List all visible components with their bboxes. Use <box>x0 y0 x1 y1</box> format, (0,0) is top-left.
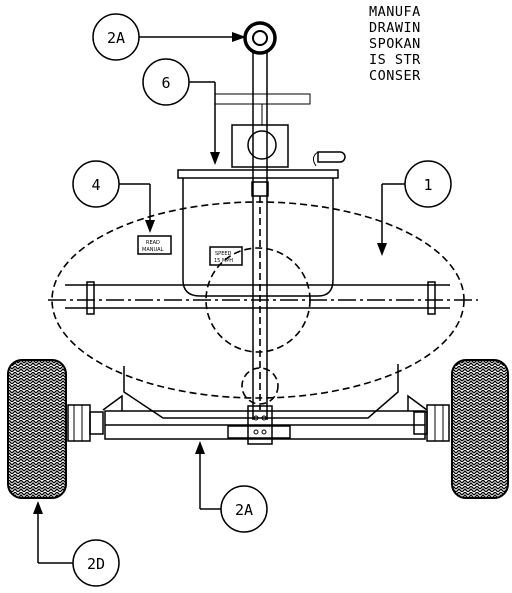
svg-text:4: 4 <box>91 176 100 194</box>
valve-housing <box>231 124 289 168</box>
svg-text:SPEED: SPEED <box>215 251 232 257</box>
svg-text:1: 1 <box>423 176 432 194</box>
hitch-block <box>247 405 273 445</box>
svg-text:15 MPH: 15 MPH <box>214 258 233 264</box>
note-line-5: CONSER <box>369 68 421 84</box>
callout-1: 1 <box>377 160 452 256</box>
note-line-2: DRAWIN <box>369 20 421 36</box>
lid-assembly <box>214 93 346 168</box>
manhole-outline <box>205 247 311 353</box>
left-hub <box>67 404 104 442</box>
left-tire <box>7 359 67 499</box>
note-line-3: SPOKAN <box>369 36 421 52</box>
svg-text:MANUAL: MANUAL <box>142 247 164 253</box>
read-manual-decal: READ MANUAL <box>137 235 172 255</box>
right-tire <box>451 359 509 499</box>
lid-handle-bar <box>214 93 311 105</box>
tank-band-left <box>86 281 95 315</box>
callout-6: 6 <box>142 58 220 165</box>
callout-2d: 2D <box>33 501 120 587</box>
side-fitting <box>317 151 346 163</box>
svg-text:2A: 2A <box>107 29 125 47</box>
callout-2a-top: 2A <box>92 13 246 61</box>
callout-2a-bottom: 2A <box>195 441 268 533</box>
right-hub <box>413 404 450 442</box>
lower-body <box>102 364 428 445</box>
hitch-plate <box>227 425 291 439</box>
note-line-4: IS STR <box>369 52 421 68</box>
valve-wheel <box>247 130 277 160</box>
callout-4: 4 <box>72 160 155 233</box>
speed-decal: SPEED 15 MPH <box>209 246 243 266</box>
tow-pole <box>243 21 277 420</box>
svg-text:2D: 2D <box>87 555 105 573</box>
tank-band-right <box>427 281 436 315</box>
svg-text:READ: READ <box>146 240 160 246</box>
hopper <box>177 169 339 297</box>
drawing-note: MANUFA DRAWIN SPOKAN IS STR CONSER <box>369 4 421 84</box>
svg-text:6: 6 <box>161 74 170 92</box>
note-line-1: MANUFA <box>369 4 421 20</box>
svg-text:2A: 2A <box>235 501 253 519</box>
